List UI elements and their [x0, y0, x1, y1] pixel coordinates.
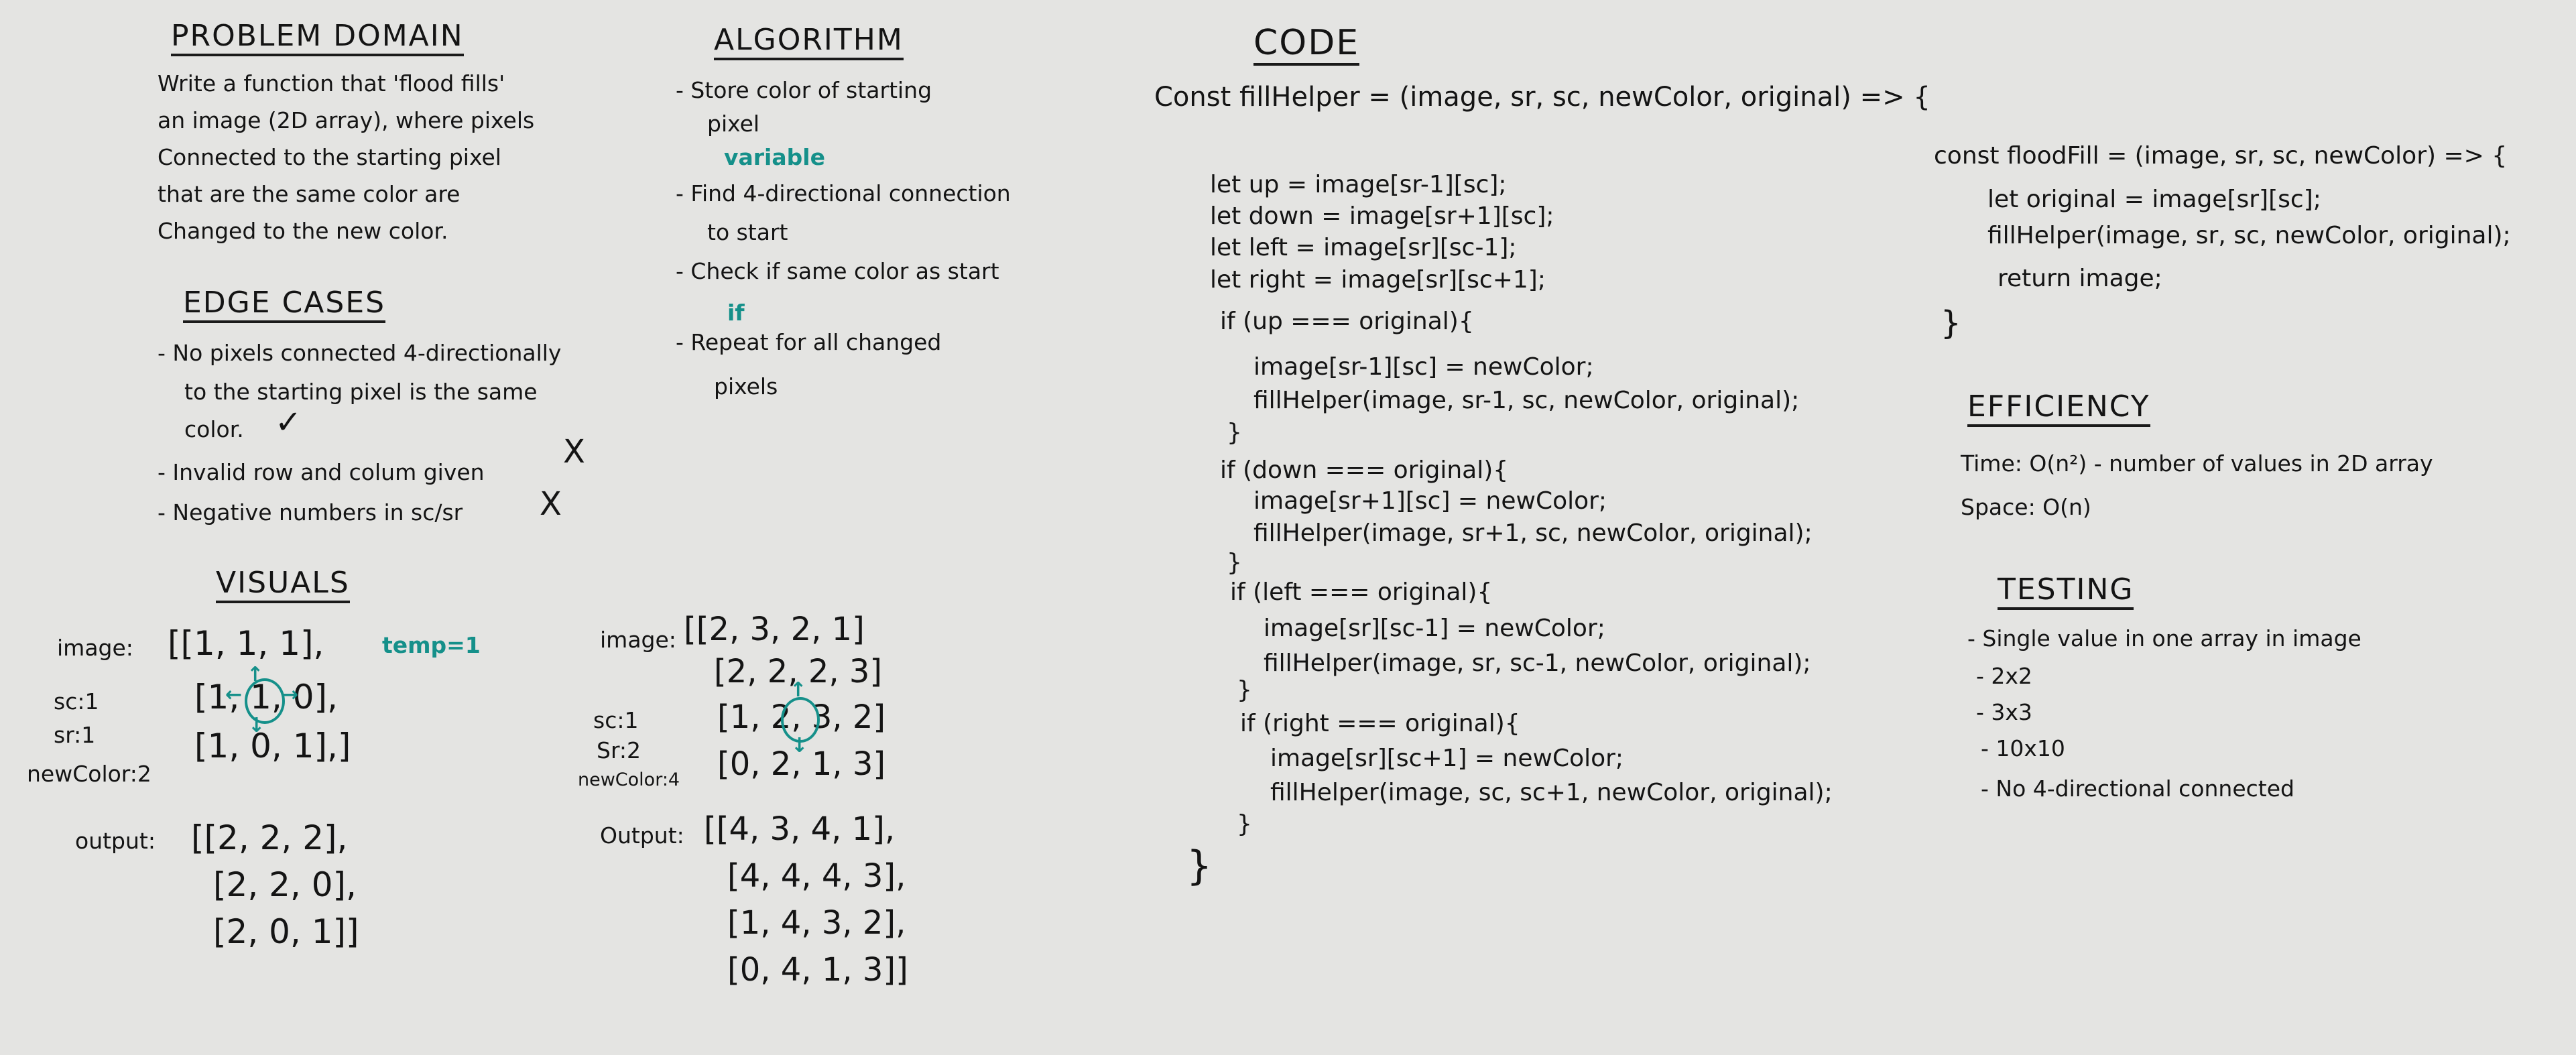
algorithm-line-5: - Check if same color as start [676, 258, 999, 284]
testing-item-4: - 10x10 [1981, 735, 2065, 761]
algorithm-note-if: if [727, 300, 745, 326]
code-line-1: let up = image[sr-1][sc]; [1210, 171, 1507, 198]
problem-line-3: Connected to the starting pixel [158, 144, 501, 170]
code-line-2: let down = image[sr+1][sc]; [1210, 202, 1554, 230]
testing-item-5: - No 4-directional connected [1981, 775, 2294, 802]
checkmark-icon: ✓ [275, 404, 302, 441]
algorithm-line-7: pixels [714, 373, 778, 399]
efficiency-space: Space: O(n) [1961, 494, 2091, 520]
code-line-15: fillHelper(image, sr, sc-1, newColor, or… [1264, 649, 1811, 677]
example2-sc-label: sc:1 [593, 707, 639, 733]
arrow-down-icon: ↓ [791, 734, 808, 757]
x-mark-icon: X [540, 485, 562, 523]
example2-image-label: image: [600, 627, 676, 653]
arrow-left-icon: ← [225, 683, 243, 706]
code-line-11: fillHelper(image, sr+1, sc, newColor, or… [1253, 519, 1813, 547]
algorithm-line-4: to start [707, 219, 788, 245]
code-line-5: if (up === original){ [1220, 308, 1474, 335]
floodfill-line-2: let original = image[sr][sc]; [1987, 186, 2321, 213]
example2-sr-label: Sr:2 [597, 737, 641, 763]
code-heading: CODE [1253, 25, 1360, 66]
edge-case-line-5: - Negative numbers in sc/sr [158, 499, 463, 525]
problem-line-1: Write a function that 'flood fills' [158, 70, 505, 97]
arrow-right-icon: → [282, 683, 299, 706]
example2-image-row-1: [[2, 3, 2, 1] [684, 611, 865, 648]
code-line-16: } [1237, 676, 1252, 704]
efficiency-heading: EFFICIENCY [1967, 392, 2150, 427]
example2-output-row-3: [1, 4, 3, 2], [727, 904, 906, 942]
code-line-17: if (right === original){ [1240, 710, 1520, 737]
algorithm-line-3: - Find 4-directional connection [676, 180, 1011, 206]
example1-image-row-1: [[1, 1, 1], [168, 624, 324, 663]
problem-line-4: that are the same color are [158, 181, 461, 207]
code-line-10: image[sr+1][sc] = newColor; [1253, 487, 1607, 515]
efficiency-time: Time: O(n²) - number of values in 2D arr… [1961, 450, 2433, 477]
edge-case-line-4: - Invalid row and colum given [158, 459, 485, 485]
example2-image-row-4: [0, 2, 1, 3] [717, 745, 886, 783]
problem-line-2: an image (2D array), where pixels [158, 107, 535, 133]
example1-sc-label: sc:1 [54, 688, 99, 715]
arrow-up-icon: ↑ [790, 678, 807, 702]
example2-newcolor-label: newColor:4 [578, 769, 680, 790]
example1-newcolor-label: newColor:2 [27, 761, 151, 787]
algorithm-line-2: pixel [707, 111, 760, 137]
start-pixel-circle-icon [781, 697, 820, 743]
example2-output-row-4: [0, 4, 1, 3]] [727, 951, 908, 989]
start-pixel-circle-icon [245, 678, 285, 724]
algorithm-line-1: - Store color of starting [676, 77, 932, 103]
floodfill-line-5: } [1941, 304, 1961, 342]
example2-output-row-1: [[4, 3, 4, 1], [704, 810, 896, 848]
fill-helper-signature: Const fillHelper = (image, sr, sc, newCo… [1154, 82, 1930, 113]
example2-output-label: Output: [600, 822, 684, 849]
code-line-20: } [1237, 810, 1252, 838]
code-line-12: } [1227, 549, 1242, 576]
example2-image-row-2: [2, 2, 2, 3] [714, 653, 883, 690]
floodfill-line-4: return image; [1998, 265, 2162, 292]
edge-case-line-1: - No pixels connected 4-directionally [158, 340, 562, 366]
code-line-3: let left = image[sr][sc-1]; [1210, 234, 1517, 261]
testing-item-2: - 2x2 [1976, 663, 2032, 689]
arrow-down-icon: ↓ [248, 714, 265, 737]
visuals-heading: VISUALS [216, 568, 350, 603]
example1-temp-note: temp=1 [382, 632, 481, 658]
code-line-19: fillHelper(image, sc, sc+1, newColor, or… [1270, 779, 1833, 806]
problem-domain-heading: PROBLEM DOMAIN [171, 21, 464, 56]
floodfill-line-3: fillHelper(image, sr, sc, newColor, orig… [1987, 222, 2511, 249]
edge-case-line-3: color. [184, 416, 244, 442]
code-line-9: if (down === original){ [1220, 456, 1509, 484]
floodfill-line-1: const floodFill = (image, sr, sc, newCol… [1934, 142, 2508, 170]
code-line-14: image[sr][sc-1] = newColor; [1264, 615, 1605, 642]
code-line-13: if (left === original){ [1230, 578, 1493, 606]
algorithm-line-6: - Repeat for all changed [676, 329, 942, 355]
algorithm-note-variable: variable [724, 144, 825, 170]
example1-sr-label: sr:1 [54, 722, 96, 748]
example2-output-row-2: [4, 4, 4, 3], [727, 857, 906, 895]
testing-heading: TESTING [1998, 575, 2134, 610]
testing-item-1: - Single value in one array in image [1967, 625, 2362, 651]
example1-output-row-2: [2, 2, 0], [213, 865, 357, 904]
x-mark-icon: X [563, 433, 585, 471]
example1-output-row-1: [[2, 2, 2], [191, 818, 348, 857]
code-line-18: image[sr][sc+1] = newColor; [1270, 745, 1624, 772]
testing-item-3: - 3x3 [1976, 699, 2032, 725]
code-line-4: let right = image[sr][sc+1]; [1210, 266, 1546, 294]
edge-case-line-2: to the starting pixel is the same [184, 379, 538, 405]
problem-line-5: Changed to the new color. [158, 218, 448, 244]
example1-output-label: output: [75, 828, 156, 854]
algorithm-heading: ALGORITHM [714, 25, 904, 60]
code-line-6: image[sr-1][sc] = newColor; [1253, 353, 1594, 381]
edge-cases-heading: EDGE CASES [183, 288, 386, 323]
code-line-21: } [1186, 843, 1213, 889]
example1-image-row-3: [1, 0, 1],] [194, 727, 351, 765]
code-line-7: fillHelper(image, sr-1, sc, newColor, or… [1253, 387, 1800, 414]
arrow-up-icon: ↑ [247, 663, 264, 686]
code-line-8: } [1227, 419, 1242, 446]
example1-output-row-3: [2, 0, 1]] [213, 912, 359, 951]
example1-image-label: image: [57, 635, 133, 661]
